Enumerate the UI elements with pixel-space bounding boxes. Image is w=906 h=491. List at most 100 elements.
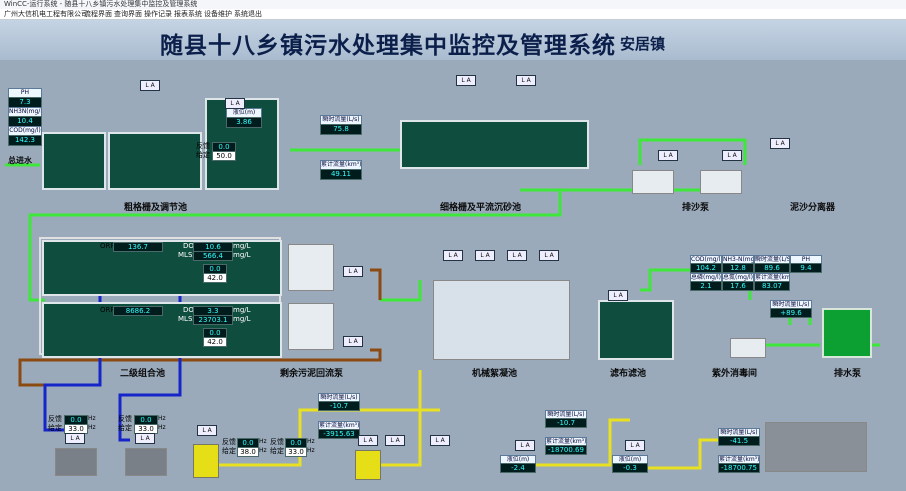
flow-c-inst: -41.5: [718, 436, 760, 446]
la-switch-sand-1[interactable]: L A: [658, 150, 678, 161]
sand-pump-2[interactable]: [700, 170, 742, 194]
la-switch-fine-1[interactable]: L A: [456, 75, 476, 86]
fine-screen-tank: [400, 120, 589, 169]
dose2-set-unit: Hz: [307, 447, 315, 454]
title-separator: -: [597, 29, 604, 50]
coag-label: 机械絮凝池: [472, 369, 518, 379]
dose1-set-label: 给定: [222, 447, 236, 455]
menu-item-query[interactable]: 查询界面: [114, 10, 142, 18]
flow-out-inst: +89.6: [770, 308, 812, 318]
sand-pump-1[interactable]: [632, 170, 674, 194]
la-switch-coarse[interactable]: L A: [140, 80, 160, 91]
pumpL2-fb-unit: Hz: [158, 415, 166, 422]
fine-label: 细格栅及平流沉砂池: [440, 203, 522, 213]
q-cod: 104.2: [690, 263, 722, 273]
coarse-label: 粗格栅及调节池: [124, 203, 188, 213]
coag-tank: [433, 280, 570, 360]
uv-unit: [730, 338, 766, 358]
q-total: 83.07: [754, 281, 790, 291]
level-c-value: -0.3: [612, 463, 648, 473]
dose2-fb-label: 反馈: [270, 438, 284, 446]
la-switch-dose4[interactable]: L A: [430, 435, 450, 446]
la-switch-sludge-1[interactable]: L A: [343, 266, 363, 277]
la-switch-dose2[interactable]: L A: [358, 435, 378, 446]
bio1-set[interactable]: 42.0: [203, 273, 227, 283]
la-switch-coag-2[interactable]: L A: [475, 250, 495, 261]
header-banner: [0, 20, 906, 60]
bio2-mlss: 23703.1: [193, 315, 233, 325]
la-switch-dose1[interactable]: L A: [197, 425, 217, 436]
bio2-orp-label: ORP: [100, 306, 115, 314]
q-flow: 89.6: [754, 263, 790, 273]
pumpL2-set-unit: Hz: [158, 424, 166, 431]
uv-label: 紫外消毒间: [712, 369, 758, 379]
la-switch-lvc[interactable]: L A: [625, 440, 645, 451]
flow-c-total: -18700.75: [718, 463, 760, 473]
dose2-set[interactable]: 33.0: [285, 447, 307, 457]
pumpL1[interactable]: [55, 448, 97, 476]
menu-item-oplog[interactable]: 操作记录: [144, 10, 172, 18]
q-ph: 9.4: [790, 263, 822, 273]
la-switch-coag-3[interactable]: L A: [507, 250, 527, 261]
dose2-set-label: 给定: [270, 447, 284, 455]
q-nh3: 12.8: [722, 263, 754, 273]
la-switch-pumpL2[interactable]: L A: [135, 433, 155, 444]
sandsep-label: 泥沙分离器: [790, 203, 836, 213]
flow-in-total: 49.11: [320, 169, 362, 180]
bio1-do-label: DO: [183, 242, 194, 250]
la-switch-sand-2[interactable]: L A: [722, 150, 742, 161]
pumpL1-fb-unit: Hz: [88, 415, 96, 422]
level1-value: 3.86: [226, 117, 262, 128]
la-switch-lvb[interactable]: L A: [515, 440, 535, 451]
bio2-do-unit: mg/L: [233, 306, 251, 314]
bio1-mlss-unit: mg/L: [233, 251, 251, 259]
filter-label: 滤布滤池: [610, 369, 647, 379]
la-switch-coag-4[interactable]: L A: [539, 250, 559, 261]
bio1-orp: 136.7: [113, 242, 163, 252]
filter-tank: [598, 300, 674, 360]
la-switch-coag-1[interactable]: L A: [443, 250, 463, 261]
inflow-label: 总进水: [8, 155, 32, 165]
company-name: 广州大信机电工程有限公司: [4, 10, 88, 18]
la-switch-fine-2[interactable]: L A: [516, 75, 536, 86]
dose2-fb-unit: Hz: [307, 438, 315, 445]
la-switch-lift[interactable]: L A: [225, 98, 245, 109]
dose1-fb-label: 反馈: [222, 438, 236, 446]
page-title: 随县十八乡镇污水处理集中监控及管理系统: [160, 32, 616, 59]
site-name: 安居镇: [620, 35, 666, 53]
menu-bar: 广州大信机电工程有限公司 流程界面 查询界面 操作记录 报表系统 设备维护 系统…: [0, 9, 906, 20]
menu-item-flow[interactable]: 流程界面: [84, 10, 112, 18]
la-switch-sludge-2[interactable]: L A: [343, 336, 363, 347]
drain-tank: [822, 308, 872, 358]
pumpL2[interactable]: [125, 448, 167, 476]
bio1-orp-label: ORP: [100, 242, 115, 250]
freq1-set[interactable]: 50.0: [212, 151, 236, 161]
window-title: WinCC-运行系统 - 随县十八乡镇污水处理集中监控及管理系统: [4, 0, 198, 8]
freq1-set-label: 给定: [196, 151, 210, 159]
la-switch-dose3[interactable]: L A: [385, 435, 405, 446]
q-tn: 17.6: [722, 281, 754, 291]
coarse-screen-tank: [42, 132, 106, 190]
la-switch-pumpL1[interactable]: L A: [65, 433, 85, 444]
q-tp: 2.1: [690, 281, 722, 291]
bio2-set[interactable]: 42.0: [203, 337, 227, 347]
pumpL2-fb-label: 反馈: [118, 415, 132, 423]
dosing-tank-1: [193, 444, 219, 478]
sludge-label: 剩余污泥回流泵: [280, 369, 344, 379]
flow-in-inst: 75.8: [320, 124, 362, 135]
dose1-set[interactable]: 38.0: [237, 447, 259, 457]
menu-item-maint[interactable]: 设备维护: [204, 10, 232, 18]
menu-item-report[interactable]: 报表系统: [174, 10, 202, 18]
sandpump-label: 排沙泵: [682, 203, 710, 213]
bio2-mlss-unit: mg/L: [233, 315, 251, 323]
pumpL2-set-label: 给定: [118, 424, 132, 432]
la-switch-sandsep[interactable]: L A: [770, 138, 790, 149]
flow-b-inst: -10.7: [545, 418, 587, 428]
settler-lower: [288, 303, 334, 350]
menu-item-exit[interactable]: 系统退出: [234, 10, 262, 18]
pumpL1-set-unit: Hz: [88, 424, 96, 431]
la-switch-filter[interactable]: L A: [608, 290, 628, 301]
bio2-do-label: DO: [183, 306, 194, 314]
bio1-mlss: 566.4: [193, 251, 233, 261]
